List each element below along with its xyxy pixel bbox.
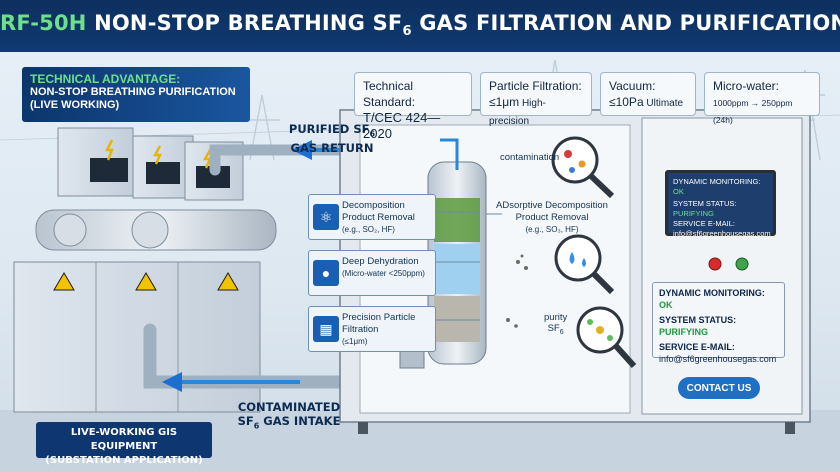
spec-micro-water: Micro-water: 1000ppm → 250ppm (24h): [704, 72, 820, 125]
technical-advantage-box: TECHNICAL ADVANTAGE: NON-STOP BREATHING …: [22, 67, 250, 122]
purity-magnifier-icon: [576, 306, 637, 369]
monitor-email: info@sf6greenhousegas.com: [673, 229, 771, 238]
monitor-screen: DYNAMIC MONITORING: OK SYSTEM STATUS: PU…: [665, 170, 776, 238]
status-panel: DYNAMIC MONITORING: OK SYSTEM STATUS: PU…: [652, 282, 785, 364]
spec-technical-standard: Technical Standard: T/CEC 424—2020: [354, 72, 472, 141]
filter-icon: ▦: [313, 316, 339, 342]
water-magnifier-icon: [554, 234, 615, 295]
gis-equipment-label: LIVE-WORKING GIS EQUIPMENT (SUBSTATION A…: [36, 422, 212, 466]
molecule-icon: ⚛: [313, 204, 339, 230]
step-particle-filtration: ▦ Precision Particle Filtration(≤1μm): [308, 306, 436, 352]
service-email-link[interactable]: info@sf6greenhousegas.com: [659, 353, 777, 364]
system-status-badge: PURIFYING: [659, 326, 709, 337]
title-bar: RF-50H NON-STOP BREATHING SF6 GAS FILTRA…: [0, 0, 840, 52]
monitoring-status-badge: OK: [659, 299, 673, 310]
contaminated-intake-label: CONTAMINATED SF6 GAS INTAKE: [237, 400, 341, 431]
contamination-magnifier-icon: [551, 136, 615, 199]
contamination-note: contamination: [500, 152, 560, 163]
model-name: RF-50H: [0, 11, 87, 35]
particle-dots: [506, 254, 528, 328]
spec-particle-filtration: Particle Filtration: ≤1μm High-precision: [480, 72, 592, 127]
adsorptive-removal-note: ADsorptive Decomposition Product Removal…: [496, 200, 608, 234]
step-decomposition-removal: ⚛ Decomposition Product Removal(e.g., SO…: [308, 194, 436, 240]
page-title: RF-50H NON-STOP BREATHING SF6 GAS FILTRA…: [0, 11, 840, 40]
purified-return-label: PURIFIED SF6 GAS RETURN: [288, 122, 376, 156]
water-drop-icon: ●: [313, 260, 339, 286]
spec-vacuum: Vacuum: ≤10Pa Ultimate: [600, 72, 696, 116]
step-deep-dehydration: ● Deep Dehydration(Micro-water <250ppm): [308, 250, 436, 296]
contact-us-button[interactable]: CONTACT US: [678, 377, 760, 399]
intake-pipe: [143, 323, 407, 389]
